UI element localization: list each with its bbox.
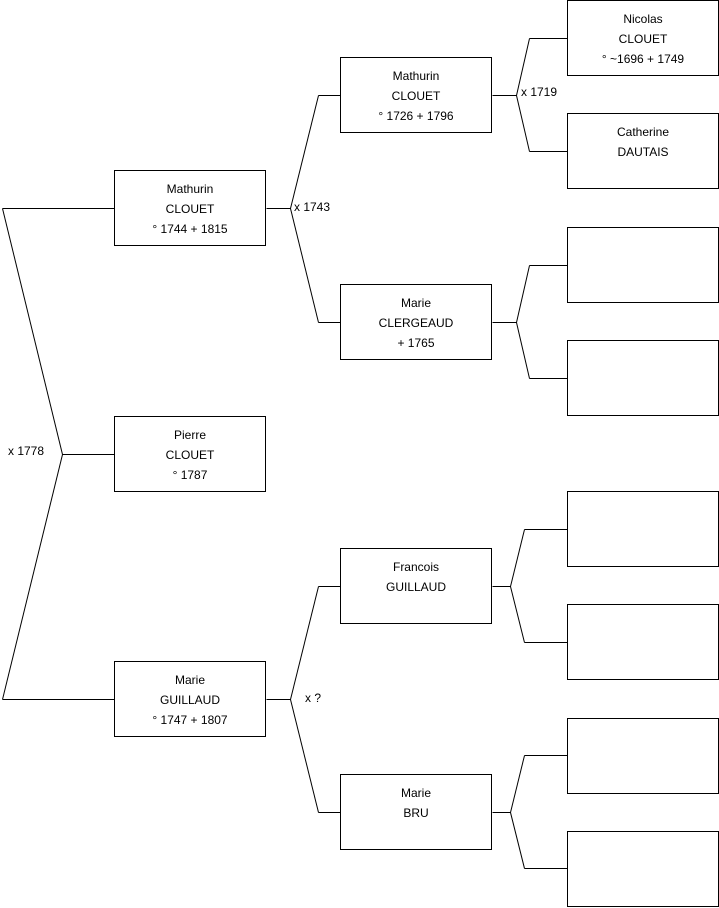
- connector-line: [290, 699, 319, 813]
- person-dates: ° 1787: [172, 468, 208, 482]
- connector-line: [510, 812, 525, 869]
- person-dates: + 1765: [397, 336, 435, 350]
- person-box[interactable]: [567, 491, 719, 567]
- person-dates: ° 1726 + 1796: [378, 109, 454, 123]
- person-surname: CLOUET: [165, 448, 215, 462]
- connector-line: [290, 586, 319, 700]
- person-given-name: Pierre: [173, 428, 206, 442]
- person-given-name: Francois: [392, 560, 439, 574]
- person-given-name: Mathurin: [166, 182, 214, 196]
- person-surname: GUILLAUD: [385, 580, 447, 594]
- person-surname: CLOUET: [618, 32, 668, 46]
- connector-line: [516, 95, 530, 152]
- person-surname: CLOUET: [391, 89, 441, 103]
- person-given-name: Catherine: [616, 125, 670, 139]
- marriage-label: x 1719: [521, 85, 558, 99]
- connector-line: [290, 208, 319, 323]
- person-surname: GUILLAUD: [159, 693, 221, 707]
- person-surname: DAUTAIS: [617, 145, 669, 159]
- person-given-name: Marie: [174, 673, 205, 687]
- connector-line: [510, 586, 525, 643]
- person-box[interactable]: [567, 831, 719, 907]
- connector-line: [2, 208, 63, 455]
- person-dates: ° 1747 + 1807: [152, 713, 228, 727]
- person-given-name: Marie: [400, 296, 431, 310]
- person-box[interactable]: [567, 340, 719, 416]
- connector-line: [510, 529, 525, 587]
- connector-line: [290, 95, 319, 209]
- person-box[interactable]: [567, 227, 719, 303]
- person-dates: ° ~1696 + 1749: [601, 52, 685, 66]
- connector-line: [516, 265, 530, 323]
- marriage-label: x ?: [305, 691, 322, 705]
- person-surname: CLERGEAUD: [378, 316, 454, 330]
- person-given-name: Nicolas: [623, 12, 663, 26]
- person-given-name: Mathurin: [392, 69, 440, 83]
- connector-line: [2, 454, 63, 700]
- person-surname: CLOUET: [165, 202, 215, 216]
- connector-line: [510, 755, 525, 813]
- connector-line: [516, 38, 530, 96]
- person-dates: ° 1744 + 1815: [152, 222, 228, 236]
- marriage-label: x 1743: [294, 200, 331, 214]
- connector-line: [516, 322, 530, 379]
- person-given-name: Marie: [400, 786, 431, 800]
- person-surname: BRU: [403, 806, 429, 820]
- marriage-label: x 1778: [8, 444, 45, 458]
- person-box[interactable]: [567, 604, 719, 680]
- person-box[interactable]: [567, 718, 719, 794]
